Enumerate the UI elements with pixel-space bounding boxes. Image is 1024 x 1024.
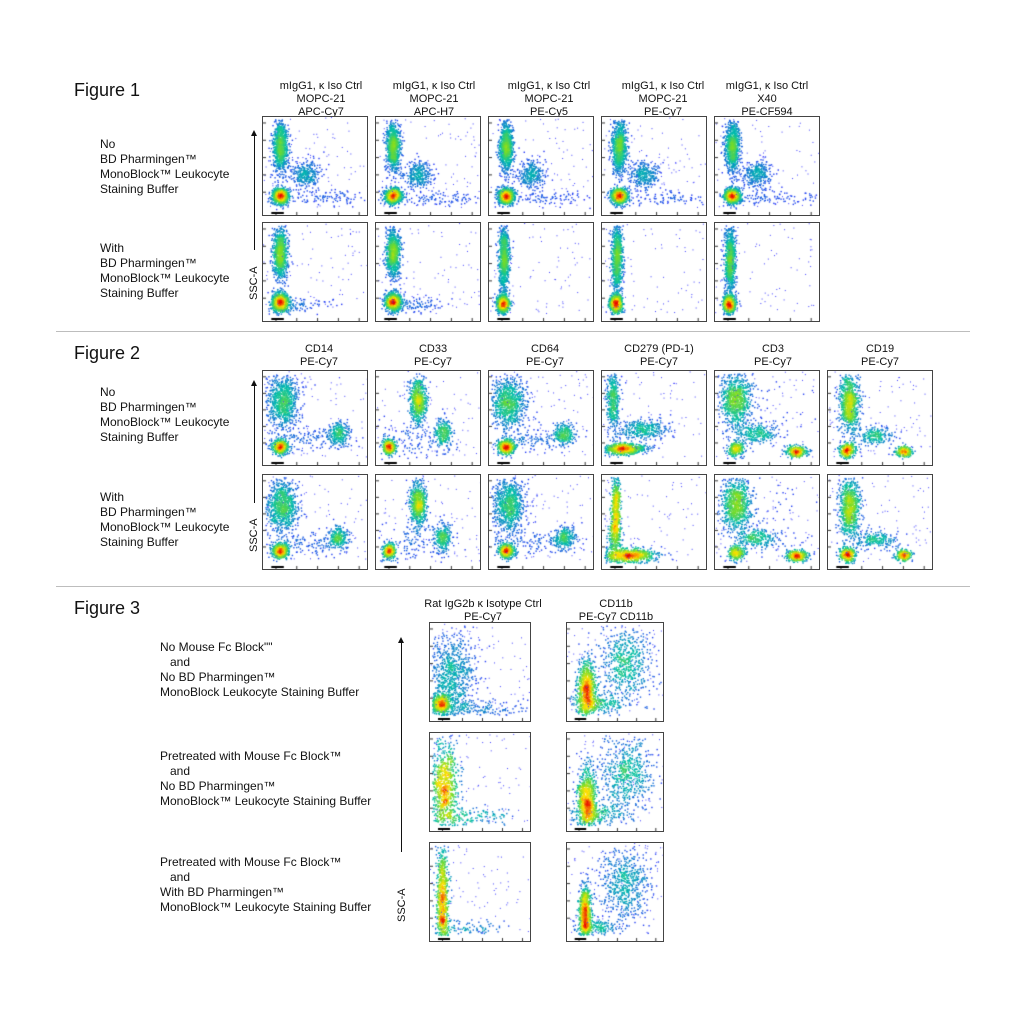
fig2-plot-r1-c5 [714,370,820,466]
fig2-row-2-label: With BD Pharmingen™ MonoBlock™ Leukocyte… [100,490,230,549]
fig1-y-axis-arrow [251,130,257,250]
fig3-plot-r2-c2 [566,732,664,832]
density-plot [715,117,819,215]
fig1-plot-r2-c3 [488,222,594,322]
density-plot [602,475,706,569]
density-plot [263,223,367,321]
figure-1-title: Figure 1 [74,80,141,100]
figure-2-title: Figure 2 [74,343,141,363]
density-plot [489,117,593,215]
density-plot [489,475,593,569]
fig1-plot-r1-c4 [601,116,707,216]
fig2-plot-r2-c5 [714,474,820,570]
fig2-plot-r2-c3 [488,474,594,570]
fig1-plot-r1-c2 [375,116,481,216]
fig3-row-1-label: No Mouse Fc Block"" and No BD Pharmingen… [160,640,360,699]
density-plot [489,223,593,321]
density-plot [430,843,530,941]
fig1-plot-r2-c5 [714,222,820,322]
density-plot [715,223,819,321]
density-plot [567,843,663,941]
density-plot [263,117,367,215]
fig3-y-axis-label: SSC-A [396,888,408,922]
fig2-plot-r2-c2 [375,474,481,570]
density-plot [263,371,367,465]
fig2-row-1-label: No BD Pharmingen™ MonoBlock™ Leukocyte S… [100,385,230,444]
fig1-plot-r2-c4 [601,222,707,322]
density-plot [715,371,819,465]
density-plot [376,371,480,465]
density-plot [430,733,530,831]
fig1-y-axis-label: SSC-A [248,266,260,300]
fig1-plot-r1-c3 [488,116,594,216]
figure-3-title: Figure 3 [74,598,141,618]
fig1-plot-r1-c1 [262,116,368,216]
fig1-plot-r2-c1 [262,222,368,322]
fig2-plot-r1-c3 [488,370,594,466]
fig2-plot-r1-c1 [262,370,368,466]
fig3-row-2-label: Pretreated with Mouse Fc Block™ and No B… [160,749,372,808]
density-plot [828,475,932,569]
fig3-plot-r1-c1 [429,622,531,722]
fig1-plot-r1-c5 [714,116,820,216]
fig2-plot-r1-c6 [827,370,933,466]
fig2-col-4-label: CD279 (PD-1)PE-Cy7 [624,343,694,368]
density-plot [828,371,932,465]
fig1-plot-r2-c2 [375,222,481,322]
density-plot [376,475,480,569]
density-plot [489,371,593,465]
density-plot [602,371,706,465]
density-plot [602,117,706,215]
fig1-row-1-label: No BD Pharmingen™ MonoBlock™ Leukocyte S… [100,137,230,196]
fig2-plot-r2-c6 [827,474,933,570]
density-plot [376,223,480,321]
density-plot [376,117,480,215]
fig2-plot-r2-c1 [262,474,368,570]
separator-1 [56,331,970,332]
fig3-plot-r2-c1 [429,732,531,832]
fig3-row-3-label: Pretreated with Mouse Fc Block™ and With… [160,855,372,914]
fig2-plot-r1-c4 [601,370,707,466]
density-plot [567,733,663,831]
fig2-plot-r2-c4 [601,474,707,570]
fig3-plot-r1-c2 [566,622,664,722]
fig1-row-2-label: With BD Pharmingen™ MonoBlock™ Leukocyte… [100,241,230,300]
density-plot [430,623,530,721]
fig3-plot-r3-c2 [566,842,664,942]
fig2-plot-r1-c2 [375,370,481,466]
separator-2 [56,586,970,587]
fig3-y-axis-arrow [398,637,404,852]
fig2-y-axis-label: SSC-A [248,518,260,552]
fig3-plot-r3-c1 [429,842,531,942]
density-plot [602,223,706,321]
fig2-y-axis-arrow [251,380,257,503]
density-plot [715,475,819,569]
density-plot [567,623,663,721]
density-plot [263,475,367,569]
